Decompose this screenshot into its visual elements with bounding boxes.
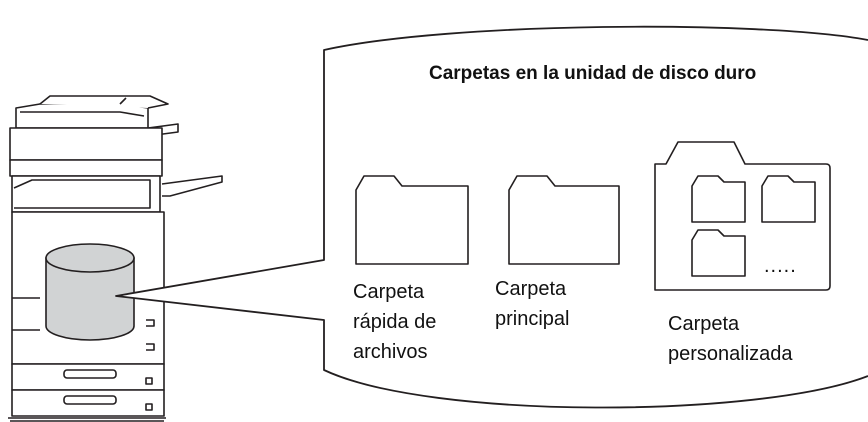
main-folder-label-line1: Carpeta xyxy=(495,278,567,300)
custom-folder-label-line1: Carpeta xyxy=(668,313,740,335)
callout-bubble xyxy=(115,25,868,409)
quick-folder-label-line3: archivos xyxy=(353,341,427,363)
folder-icon xyxy=(691,229,746,277)
quick-folder-label-line2: rápida de xyxy=(353,311,436,333)
quick-folder-label-line1: Carpeta xyxy=(353,281,425,303)
printer-icon xyxy=(8,95,223,422)
more-folders-ellipsis: ..... xyxy=(764,255,797,277)
folder-icon xyxy=(691,175,746,223)
folder-icon xyxy=(355,175,469,265)
hard-disk-icon xyxy=(45,243,135,341)
folder-icon xyxy=(761,175,816,223)
diagram-title: Carpetas en la unidad de disco duro xyxy=(429,63,756,84)
main-folder-label-line2: principal xyxy=(495,308,569,330)
folder-icon xyxy=(508,175,620,265)
custom-folder-label-line2: personalizada xyxy=(668,343,793,365)
